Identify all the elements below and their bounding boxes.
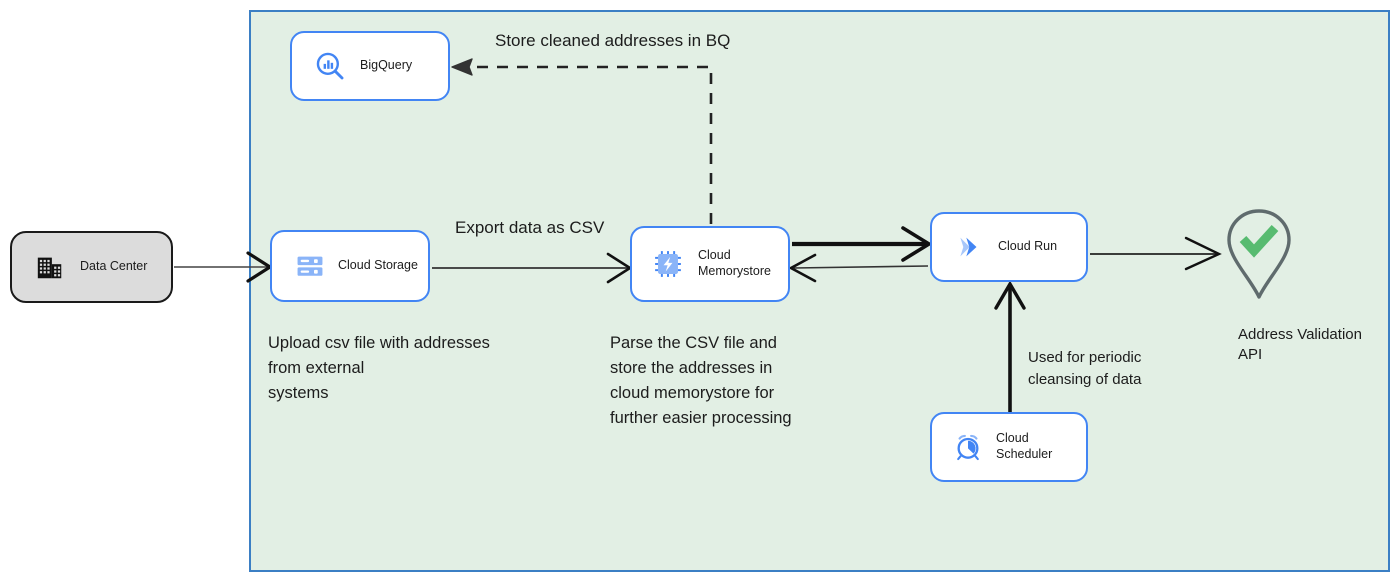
cloud-memorystore-icon	[644, 248, 692, 280]
node-bigquery-label: BigQuery	[360, 58, 413, 73]
node-address-validation-api[interactable]	[1222, 206, 1296, 302]
map-pin-check-icon	[1227, 209, 1291, 299]
google-cloud-region-boundary	[249, 10, 1390, 572]
node-cloud-run-label: Cloud Run	[998, 239, 1058, 254]
node-bigquery[interactable]: BigQuery	[290, 31, 450, 101]
node-cloud-storage-label: Cloud Storage	[338, 258, 418, 273]
edge-label-store-cleaned-addresses: Store cleaned addresses in BQ	[495, 31, 731, 50]
node-cloud-scheduler-label: Cloud Scheduler	[996, 431, 1053, 461]
node-cloud-storage[interactable]: Cloud Storage	[270, 230, 430, 302]
node-data-center[interactable]: Data Center	[10, 231, 173, 303]
bigquery-icon	[304, 49, 356, 83]
cloud-storage-icon	[286, 250, 334, 282]
node-cloud-memorystore-label: Cloud Memorystore	[698, 248, 771, 278]
node-address-validation-api-label: Address Validation API	[1238, 326, 1362, 364]
node-data-center-label: Data Center	[80, 259, 148, 274]
cloud-scheduler-icon	[944, 431, 992, 463]
note-parse-csv: Parse the CSV file and store the address…	[610, 334, 792, 428]
note-scheduler-purpose: Used for periodic cleansing of data	[1028, 349, 1142, 388]
node-cloud-scheduler[interactable]: Cloud Scheduler	[930, 412, 1088, 482]
edge-label-export-data-as-csv: Export data as CSV	[455, 218, 605, 237]
data-center-icon	[26, 252, 74, 282]
note-upload-csv: Upload csv file with addresses from exte…	[268, 334, 490, 403]
cloud-run-icon	[944, 230, 992, 264]
node-cloud-run[interactable]: Cloud Run	[930, 212, 1088, 282]
node-cloud-memorystore[interactable]: Cloud Memorystore	[630, 226, 790, 302]
